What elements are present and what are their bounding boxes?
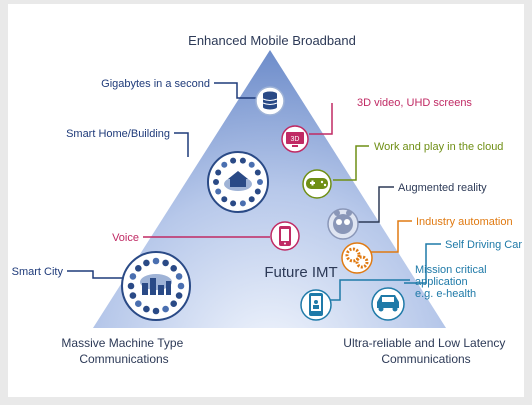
cluster-mini-icon [254,188,261,195]
cluster-mini-icon [127,282,135,290]
cluster-mini-icon [248,196,255,203]
corner-massive-machine: Massive Machine Type Communications [61,336,186,366]
cluster-mini-icon [162,305,169,313]
cluster-mini-icon [248,161,255,168]
cluster-mini-icon [143,305,150,313]
ehealth-phone-icon [300,289,332,321]
corner-massive-line-1: Massive Machine Type [61,336,183,350]
label-voice: Voice [112,232,139,244]
cluster-mini-icon [239,200,246,207]
label-self-driving: Self Driving Car [445,239,522,251]
car-icon [371,287,405,321]
augmented-reality-icon [327,208,359,240]
cluster-mini-icon [257,179,263,185]
connector-self-driving [404,243,441,284]
label-mission-line-3: e.g. e-health [415,288,476,300]
cluster-mini-icon [135,265,142,272]
smart-home-cluster-icon [207,151,269,213]
connector-industry [370,220,412,253]
cluster-mini-icon [175,273,183,280]
cluster-mini-icon [162,259,169,267]
cluster-mini-icon [135,300,142,308]
label-smart-home: Smart Home/Building [66,128,170,140]
cluster-mini-icon [152,257,160,265]
cluster-mini-icon [221,196,228,203]
database-icon [255,86,285,116]
label-video: 3D video, UHD screens [357,97,472,109]
corner-ultra-line-2: Communications [381,352,470,366]
label-gigabytes: Gigabytes in a second [101,78,210,90]
corner-ultra-reliable: Ultra-reliable and Low Latency Communica… [343,336,508,366]
page-title: Enhanced Mobile Broadband [188,33,356,48]
label-smart-city: Smart City [12,266,64,278]
cluster-mini-icon [215,188,222,195]
label-industry: Industry automation [416,216,513,228]
cluster-mini-icon [152,307,160,315]
cluster-mini-icon [129,292,137,299]
connector-cloud [333,145,369,181]
phone-voice-icon [270,221,300,251]
corner-ultra-line-1: Ultra-reliable and Low Latency [343,336,505,350]
cluster-mini-icon [175,292,183,299]
cluster-mini-icon [230,200,237,207]
cluster-mini-icon [239,157,246,164]
cluster-mini-icon [129,273,137,280]
label-mission-line-2: application [415,276,468,288]
cluster-mini-icon [254,169,261,176]
connector-smart-city [67,270,123,279]
video-screen-icon: 3D [281,125,309,153]
label-cloud: Work and play in the cloud [374,141,503,153]
cluster-mini-icon [143,259,150,267]
cluster-mini-icon [170,300,177,308]
cluster-mini-icon [170,265,177,272]
connector-gigabytes [214,82,258,99]
video-3d-badge: 3D [291,136,300,143]
cluster-mini-icon [177,282,185,290]
label-mission: Mission critical application e.g. e-heal… [415,264,490,300]
connector-smart-home [174,132,189,157]
connector-video [309,103,333,135]
connector-mission [328,279,410,301]
gamepad-icon [302,169,332,199]
label-mission-line-1: Mission critical [415,264,487,276]
center-label: Future IMT [264,264,337,281]
corner-massive-line-2: Communications [79,352,168,366]
cluster-mini-icon [215,169,222,176]
cluster-mini-icon [221,161,228,168]
connector-ar [358,186,394,223]
cluster-mini-icon [230,157,237,164]
label-ar: Augmented reality [398,182,487,194]
gears-icon [341,242,373,274]
cluster-mini-icon [213,179,219,185]
